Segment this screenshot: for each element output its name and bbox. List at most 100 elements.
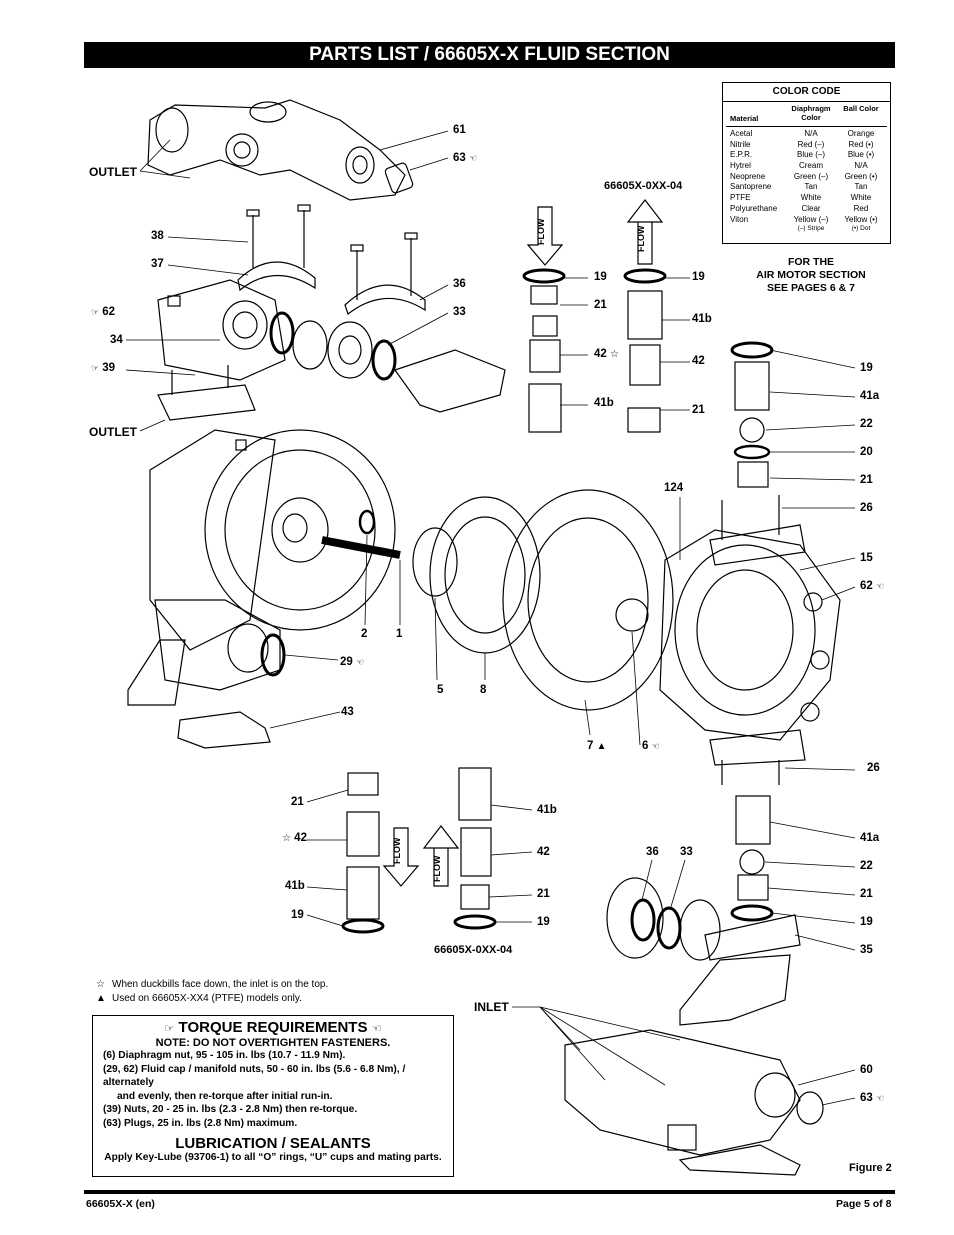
callout-60: 60 bbox=[860, 1064, 873, 1076]
torque-line: (39) Nuts, 20 - 25 in. lbs (2.3 - 2.8 Nm… bbox=[103, 1104, 358, 1116]
color-code-ball: N/A bbox=[854, 161, 868, 171]
flow-label: FLOW bbox=[392, 837, 402, 865]
callout-8: 8 bbox=[480, 684, 487, 696]
callout-19: 19 bbox=[537, 916, 550, 928]
callout-26: 26 bbox=[867, 762, 880, 774]
callout-36: 36 bbox=[453, 278, 466, 290]
callout-19: 19 bbox=[291, 909, 304, 921]
callout-37: 37 bbox=[151, 258, 164, 270]
legend-stripe: (–) Stripe bbox=[797, 225, 825, 233]
lubrication-title: LUBRICATION / SEALANTS bbox=[175, 1134, 371, 1152]
color-code-legend: (–) Stripe (•) Dot bbox=[726, 225, 887, 235]
torque-title: ☞ TORQUE REQUIREMENTS ☜ bbox=[164, 1019, 382, 1036]
color-code-diaphragm: Blue (–) bbox=[796, 150, 825, 160]
inlet-label: INLET bbox=[474, 1000, 509, 1014]
callout-41a: 41a bbox=[860, 390, 880, 402]
color-code-row: Nitrile Red (–) Red (•) bbox=[726, 140, 887, 151]
callout-61: 61 bbox=[453, 124, 466, 136]
callout-35: 35 bbox=[860, 944, 873, 956]
color-code-diaphragm: Red (–) bbox=[797, 139, 825, 149]
color-code-material: Neoprene bbox=[730, 171, 766, 181]
color-code-ball: Orange bbox=[847, 129, 875, 138]
model-label-top: 66605X-0XX-04 bbox=[604, 180, 683, 192]
color-code-ball: Red (•) bbox=[848, 139, 874, 149]
callout-21: 21 bbox=[860, 888, 873, 900]
header-ball: Ball Color bbox=[843, 104, 879, 113]
callout-21: 21 bbox=[692, 404, 705, 416]
color-code-ball: Red bbox=[853, 203, 869, 213]
callout-33: 33 bbox=[680, 846, 693, 858]
callout-19: 19 bbox=[594, 271, 607, 283]
color-code-material: E.P.R. bbox=[730, 150, 753, 160]
callout-19: 19 bbox=[860, 362, 873, 374]
callout-62: ☞ 62 bbox=[91, 306, 116, 318]
callout-21: 21 bbox=[291, 796, 304, 808]
torque-requirements-box: ☞ TORQUE REQUIREMENTS ☜ NOTE: DO NOT OVE… bbox=[92, 1015, 454, 1177]
color-code-ball: Yellow (•) bbox=[844, 214, 878, 224]
callout-41a: 41a bbox=[860, 832, 880, 844]
footer-page-number: Page 5 of 8 bbox=[836, 1198, 892, 1210]
torque-line: (6) Diaphragm nut, 95 - 105 in. lbs (10.… bbox=[103, 1050, 346, 1061]
color-code-material: Acetal bbox=[730, 129, 753, 138]
callout-34: 34 bbox=[110, 334, 123, 346]
color-code-ball: Green (•) bbox=[844, 171, 878, 181]
callout-63: 63 ☜ bbox=[453, 152, 478, 164]
color-code-diaphragm: Clear bbox=[801, 203, 821, 213]
color-code-diaphragm: N/A bbox=[804, 129, 818, 138]
footer-rule bbox=[84, 1190, 895, 1194]
color-code-material: PTFE bbox=[730, 193, 751, 203]
header-diaphragm: Diaphragm Color bbox=[791, 104, 831, 122]
callout-21: 21 bbox=[860, 474, 873, 486]
color-code-material: Viton bbox=[730, 214, 749, 224]
callout-43: 43 bbox=[341, 706, 354, 718]
callout-15: 15 bbox=[860, 552, 873, 564]
footnote-ptfe: ▲Used on 66605X-XX4 (PTFE) models only. bbox=[96, 993, 302, 1004]
color-code-diaphragm: Tan bbox=[804, 182, 818, 192]
callout-2: 2 bbox=[361, 628, 368, 640]
footnote-duckbill: ☆When duckbills face down, the inlet is … bbox=[96, 979, 329, 990]
callout-124: 124 bbox=[664, 482, 684, 494]
outlet-label: OUTLET bbox=[89, 425, 137, 439]
callout-19: 19 bbox=[692, 271, 705, 283]
figure-label: Figure 2 bbox=[849, 1162, 892, 1174]
color-code-diaphragm: Cream bbox=[798, 161, 823, 171]
page-title: PARTS LIST / 66605X-X FLUID SECTION bbox=[84, 42, 895, 68]
air-note-line: FOR THE bbox=[787, 256, 835, 268]
callout-20: 20 bbox=[860, 446, 873, 458]
callout-42: 42 bbox=[692, 355, 705, 367]
outlet-label: OUTLET bbox=[89, 165, 137, 179]
callout-39: ☞ 39 bbox=[91, 362, 116, 374]
callout-1: 1 bbox=[396, 628, 403, 640]
callout-42: ☆ 42 bbox=[282, 832, 307, 844]
air-motor-note: FOR THE AIR MOTOR SECTION SEE PAGES 6 & … bbox=[726, 256, 896, 295]
flow-label: FLOW bbox=[636, 225, 646, 253]
torque-note: NOTE: DO NOT OVERTIGHTEN FASTENERS. bbox=[155, 1037, 391, 1049]
color-code-material: Nitrile bbox=[730, 139, 751, 149]
model-label-bottom: 66605X-0XX-04 bbox=[434, 944, 513, 956]
color-code-material: Santoprene bbox=[730, 182, 772, 192]
callout-63: 63 ☜ bbox=[860, 1092, 885, 1104]
callout-21: 21 bbox=[537, 888, 550, 900]
flow-label: FLOW bbox=[536, 218, 546, 246]
callout-42: 42 bbox=[537, 846, 550, 858]
color-code-title: COLOR CODE bbox=[723, 83, 890, 102]
color-code-header: Material Diaphragm Color Ball Color bbox=[726, 102, 887, 127]
color-code-ball: Blue (•) bbox=[847, 150, 875, 160]
air-note-line: SEE PAGES 6 & 7 bbox=[767, 282, 855, 294]
color-code-row: Acetal N/A Orange bbox=[726, 129, 887, 140]
color-code-diaphragm: Yellow (–) bbox=[793, 214, 829, 224]
flow-label: FLOW bbox=[432, 855, 442, 883]
color-code-diaphragm: White bbox=[800, 193, 822, 203]
air-note-line: AIR MOTOR SECTION bbox=[756, 269, 866, 281]
callout-29: 29 ☜ bbox=[340, 656, 365, 668]
lubrication-text: Apply Key-Lube (93706-1) to all “O” ring… bbox=[104, 1151, 442, 1163]
callout-36: 36 bbox=[646, 846, 659, 858]
color-code-table: COLOR CODE Material Diaphragm Color Ball… bbox=[722, 82, 891, 244]
color-code-ball: Tan bbox=[854, 182, 868, 192]
